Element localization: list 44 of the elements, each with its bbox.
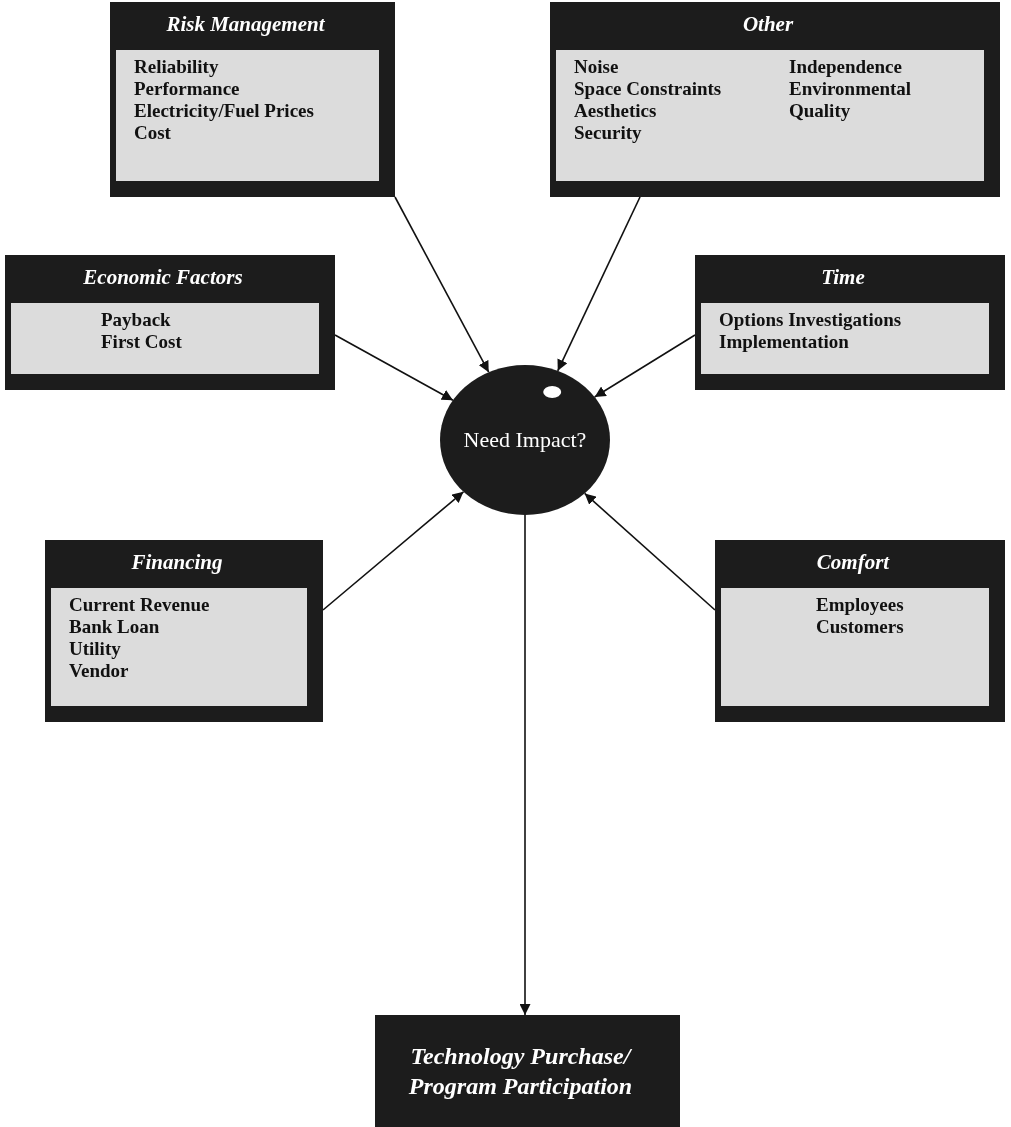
- factor-item: Electricity/Fuel Prices: [134, 100, 314, 122]
- category-box: [695, 255, 1005, 390]
- factor-item: Cost: [134, 122, 171, 144]
- category-heading: Time: [820, 265, 866, 290]
- factor-item: Bank Loan: [69, 616, 160, 638]
- category-heading: Risk Management: [165, 12, 326, 37]
- factor-item: Reliability: [134, 56, 219, 78]
- decision-ellipse: [440, 365, 610, 515]
- arrow: [322, 490, 465, 611]
- factor-item: Options Investigations: [719, 309, 902, 331]
- factor-item: Customers: [816, 616, 904, 638]
- factor-item: Performance: [134, 78, 240, 100]
- factor-item: Aesthetics: [574, 100, 657, 122]
- factor-item: Noise: [574, 56, 619, 78]
- factor-item: Quality: [789, 100, 851, 122]
- category-heading: Other: [741, 12, 795, 37]
- factor-item: Current Revenue: [69, 594, 210, 616]
- outcome-box: [375, 1015, 680, 1127]
- category-box: [715, 540, 1005, 722]
- arrow: [394, 196, 490, 373]
- factor-item: Environmental: [789, 78, 912, 100]
- category-heading: Economic Factors: [82, 265, 244, 290]
- category-box: [110, 2, 395, 197]
- factor-item: First Cost: [101, 331, 182, 353]
- arrow: [583, 492, 716, 611]
- factor-item: Vendor: [69, 660, 129, 682]
- factor-item: Independence: [789, 56, 902, 78]
- category-box: [5, 255, 335, 390]
- category-heading: Financing: [130, 550, 224, 575]
- arrow: [593, 334, 696, 398]
- factor-item: Security: [574, 122, 642, 144]
- arrow: [519, 514, 531, 1016]
- factor-item: Payback: [101, 309, 171, 331]
- node-label: Need Impact?: [462, 427, 588, 453]
- factor-item: Employees: [816, 594, 904, 616]
- category-heading: Comfort: [815, 550, 891, 575]
- factor-item: Space Constraints: [574, 78, 722, 100]
- arrow: [556, 196, 641, 372]
- arrow: [334, 334, 454, 401]
- factor-item: Utility: [69, 638, 121, 660]
- category-box: [45, 540, 323, 722]
- outcome-label: Technology Purchase/ Program Participation: [407, 1042, 634, 1101]
- factor-item: Implementation: [719, 331, 849, 353]
- category-box: [550, 2, 1000, 197]
